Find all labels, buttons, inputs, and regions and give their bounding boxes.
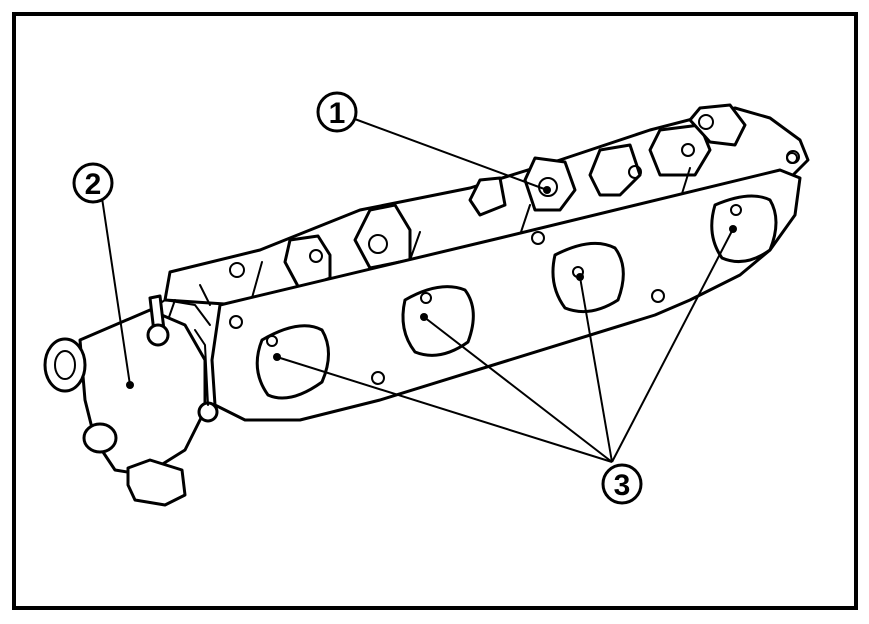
manifold-flange: [210, 152, 802, 422]
leader-3c: [579, 276, 613, 463]
port-3: [551, 241, 625, 314]
callout-1: 1: [316, 91, 358, 133]
port-4: [710, 194, 778, 264]
leader-3d: [611, 228, 734, 463]
leader-3a: [276, 356, 613, 463]
leader-3b: [423, 316, 613, 463]
callout-3: 3: [601, 463, 643, 505]
callout-1-label: 1: [329, 97, 346, 130]
leader-1: [351, 117, 548, 191]
callout-2: 2: [72, 162, 114, 204]
manifold-body: [163, 103, 810, 321]
diagram-frame: [12, 12, 858, 610]
port-2: [401, 285, 475, 357]
throttle-body: [43, 294, 219, 507]
leader-lines: [101, 117, 737, 463]
callout-3-label: 3: [614, 469, 631, 502]
leader-2: [101, 197, 131, 386]
callout-2-label: 2: [85, 168, 102, 201]
